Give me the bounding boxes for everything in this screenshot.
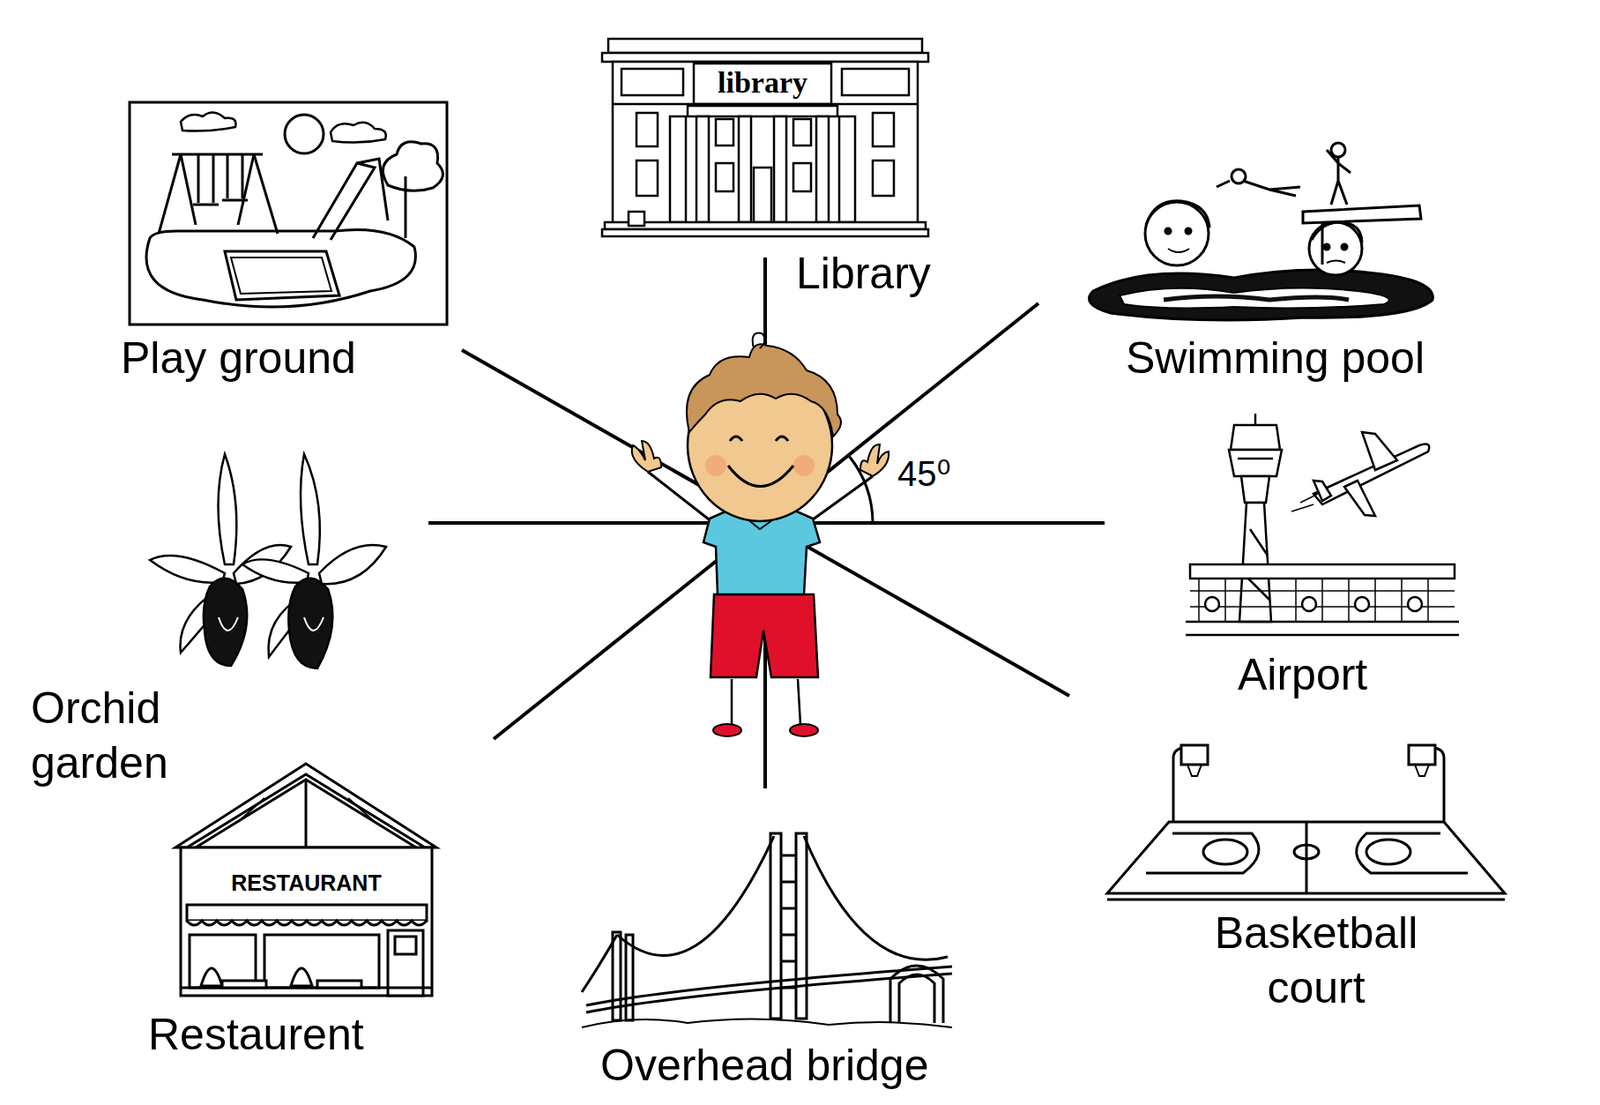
restaurant-building (175, 763, 437, 996)
place-label: Overhead bridge (600, 1040, 929, 1092)
place-label: Swimming pool (1125, 333, 1425, 385)
bridge-picture (581, 833, 953, 1027)
direction-rays (428, 257, 1105, 789)
library-building (602, 38, 929, 237)
playground-picture (129, 102, 447, 325)
building-sign: RESTAURANT (180, 870, 432, 896)
swimming-pool-picture (1089, 142, 1434, 320)
place-label: Airport (1237, 649, 1368, 701)
angle-label: 45⁰ (897, 453, 952, 494)
place-label: Orchid garden (30, 680, 252, 790)
boy-figure (632, 333, 889, 737)
orchid-picture (149, 453, 387, 669)
place-label: Play ground (120, 333, 357, 385)
place-label: Basketball court (1175, 905, 1458, 1015)
place-label: Restaurent (148, 1009, 365, 1061)
place-label: Library (796, 248, 931, 300)
building-sign: library (693, 65, 832, 100)
airport-picture (1185, 413, 1459, 635)
basketball-court-picture (1107, 744, 1505, 900)
